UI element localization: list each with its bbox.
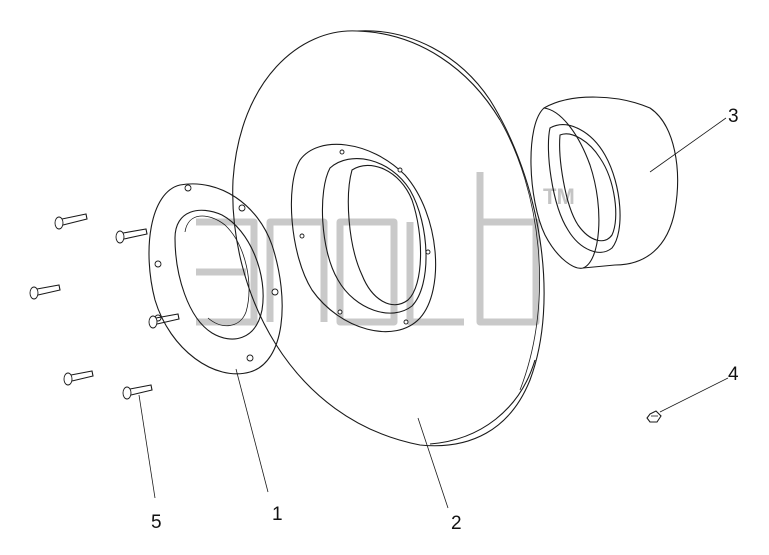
- ring-bolt-hole: [154, 260, 162, 268]
- ring-bolt-hole: [246, 354, 254, 362]
- disc-bolt-hole: [425, 249, 431, 255]
- part-small-screw: [646, 410, 662, 423]
- leader-line-5: [138, 394, 156, 499]
- callout-label-1: 1: [272, 504, 283, 525]
- ring-bolt-hole: [238, 204, 246, 212]
- part-bolts: [29, 213, 180, 400]
- leader-line-3: [649, 117, 727, 173]
- watermark-tm-text: TM: [543, 184, 575, 209]
- ring-bolt-hole: [271, 288, 279, 296]
- watermark-logo: TM: [196, 172, 575, 326]
- callout-label-4: 4: [728, 364, 739, 385]
- leader-lines: [138, 117, 729, 509]
- bolt: [115, 228, 148, 244]
- callout-label-2: 2: [451, 513, 462, 534]
- part-disc: [232, 30, 545, 447]
- part-bushing: [530, 96, 679, 269]
- leader-line-4: [659, 377, 729, 413]
- disc-bolt-hole: [337, 309, 343, 315]
- bolt: [122, 384, 153, 400]
- bolt: [63, 370, 94, 386]
- disc-bolt-hole: [339, 149, 345, 155]
- disc-bolt-hole: [299, 233, 305, 239]
- part-flange-ring: [148, 183, 283, 375]
- disc-bolt-hole: [403, 319, 409, 325]
- callout-label-5: 5: [151, 512, 162, 533]
- bolt: [29, 284, 61, 300]
- ring-bolt-hole: [184, 184, 192, 192]
- bolt: [148, 313, 180, 329]
- callout-label-3: 3: [728, 106, 739, 127]
- leader-line-1: [235, 368, 269, 493]
- disc-bolt-hole: [397, 167, 403, 173]
- bolt: [54, 213, 88, 230]
- leader-line-2: [417, 417, 449, 509]
